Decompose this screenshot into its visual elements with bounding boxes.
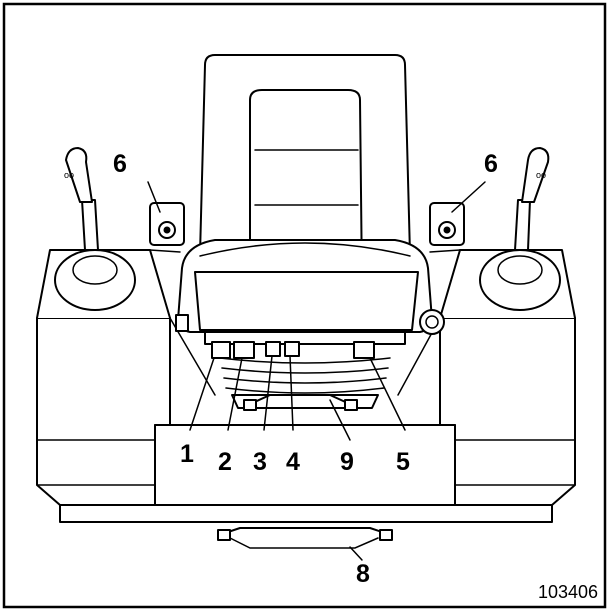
mount-6-left	[149, 202, 185, 246]
callout-9: 9	[340, 448, 354, 476]
callout-2: 2	[218, 448, 232, 476]
figure-reference-number: 103406	[538, 582, 598, 602]
control-3	[265, 341, 281, 357]
callout-3: 3	[253, 448, 267, 476]
control-4	[284, 341, 300, 357]
handle-8	[217, 527, 393, 549]
svg-text:oo: oo	[536, 170, 546, 180]
callout-8: 8	[356, 560, 370, 588]
callout-6-right: 6	[484, 150, 498, 178]
seat-frame	[175, 239, 445, 335]
callout-4: 4	[286, 448, 300, 476]
control-2	[233, 341, 255, 359]
callout-5: 5	[396, 448, 410, 476]
seat-suspension	[204, 331, 406, 411]
callout-1: 1	[180, 440, 194, 468]
control-5	[353, 341, 375, 359]
callout-6-left: 6	[113, 150, 127, 178]
handle-9	[247, 394, 353, 406]
right-joystick: oo	[479, 147, 561, 311]
mount-6-right	[429, 202, 465, 246]
callout-labels: 6 6 1 2 3 4 9 5 8	[113, 150, 498, 588]
leader-lines	[147, 181, 486, 561]
svg-text:oo: oo	[64, 170, 74, 180]
left-joystick: oo	[54, 147, 136, 311]
control-1	[211, 341, 231, 359]
